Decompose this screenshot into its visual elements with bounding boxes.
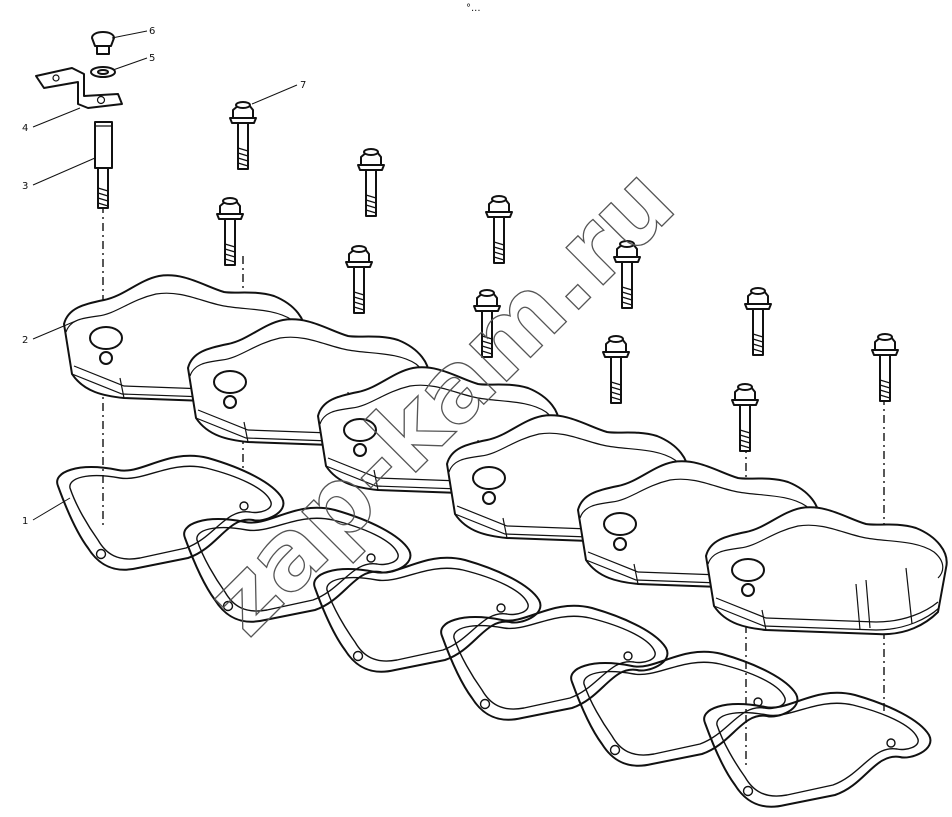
- gasket-5: [570, 650, 799, 767]
- callout-2: 2: [22, 335, 28, 346]
- callout-4: 4: [22, 123, 28, 134]
- bolt-2: [216, 197, 244, 266]
- leader-lines: [32, 30, 298, 521]
- bolt-1: [229, 101, 257, 170]
- header-mark: °...: [466, 3, 481, 14]
- gasket-4: [440, 604, 669, 721]
- bolt-3: [357, 148, 385, 217]
- bolt-10: [731, 383, 759, 452]
- callout-7: 7: [300, 80, 306, 91]
- callout-labels: 6 5 4 3 2 1 7: [22, 26, 306, 527]
- bolt-11: [871, 333, 899, 402]
- bracket-assembly: [35, 31, 123, 209]
- gasket-6: [703, 691, 932, 808]
- bolt-9: [744, 287, 772, 356]
- callout-1: 1: [22, 516, 28, 527]
- callout-6: 6: [149, 26, 155, 37]
- callout-3: 3: [22, 181, 28, 192]
- bolt-4: [345, 245, 373, 314]
- callout-5: 5: [149, 53, 155, 64]
- bolt-8: [602, 335, 630, 404]
